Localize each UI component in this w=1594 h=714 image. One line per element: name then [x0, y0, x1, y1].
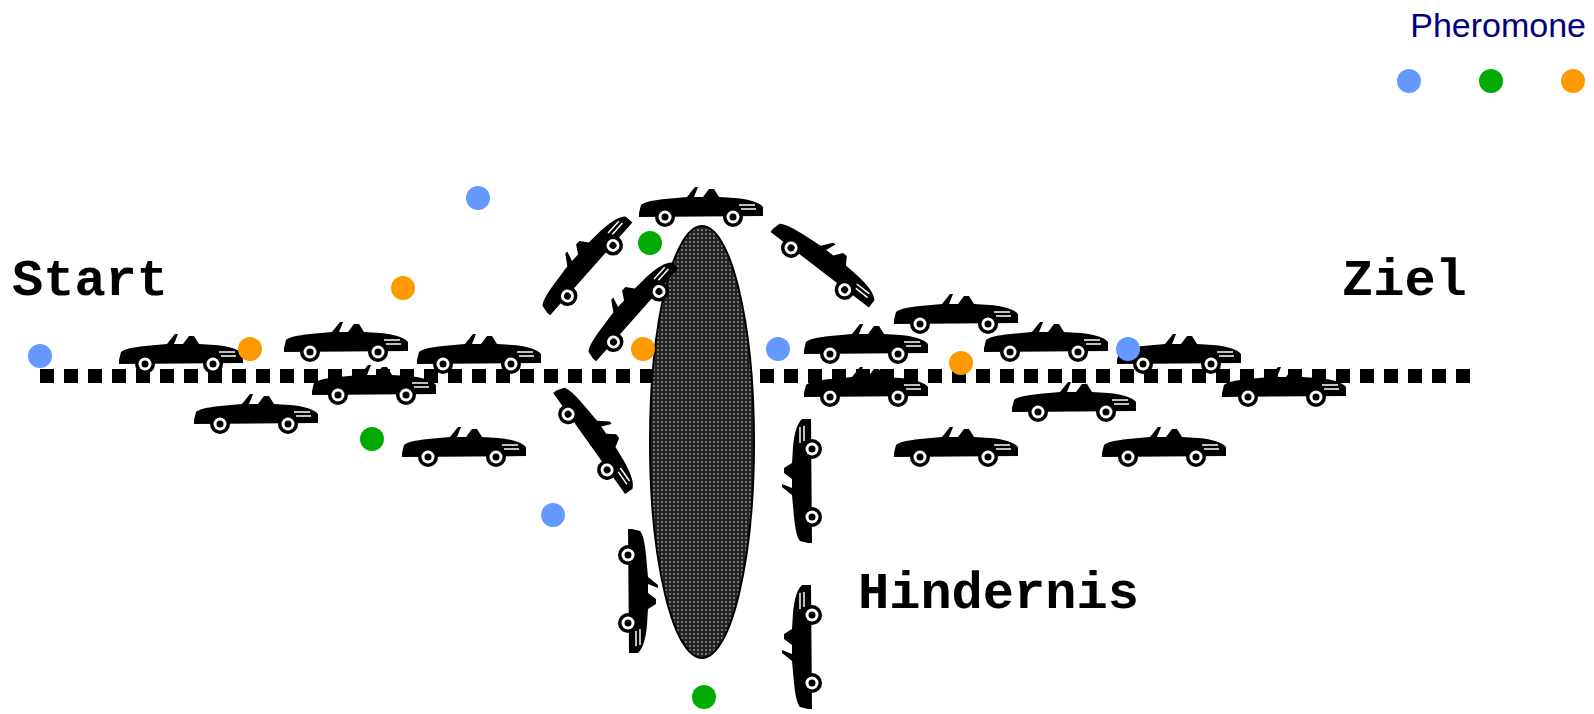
pheromone-dot: [1116, 337, 1140, 361]
pheromone-dot: [28, 344, 52, 368]
car: [764, 208, 886, 316]
legend-dot: [1479, 69, 1503, 93]
pheromone-dot: [541, 503, 565, 527]
car: [119, 334, 243, 374]
pheromone-dot: [360, 427, 384, 451]
pheromone-dot: [638, 231, 662, 255]
car: [1102, 427, 1226, 467]
car: [545, 376, 649, 501]
car: [284, 322, 408, 362]
car: [782, 585, 822, 709]
car: [1117, 334, 1241, 374]
car: [1222, 367, 1346, 407]
car: [639, 187, 763, 227]
legend-dot: [1397, 69, 1421, 93]
legend-dots: [1397, 69, 1585, 93]
cars: [119, 187, 1346, 709]
pheromone-dot: [631, 337, 655, 361]
goal-label: Ziel: [1342, 252, 1467, 311]
legend-dot: [1561, 69, 1585, 93]
car: [804, 324, 928, 364]
legend-title: Pheromone: [1410, 6, 1586, 45]
car: [574, 249, 687, 368]
car: [194, 394, 318, 434]
pheromone-dot: [466, 186, 490, 210]
pheromone-dots: [28, 186, 1140, 709]
pheromone-dot: [391, 276, 415, 300]
car: [894, 294, 1018, 334]
car: [402, 427, 526, 467]
car: [894, 427, 1018, 467]
car: [782, 419, 822, 543]
car: [984, 322, 1108, 362]
car: [417, 334, 541, 374]
dotted-path: [40, 376, 1472, 377]
car: [312, 365, 436, 405]
start-label: Start: [12, 252, 168, 311]
obstacle-label: Hindernis: [858, 565, 1139, 624]
pheromone-dot: [692, 685, 716, 709]
pheromone-dot: [238, 337, 262, 361]
car: [618, 529, 658, 653]
car: [804, 367, 928, 407]
car: [1012, 382, 1136, 422]
pheromone-dot: [949, 351, 973, 375]
pheromone-dot: [766, 337, 790, 361]
